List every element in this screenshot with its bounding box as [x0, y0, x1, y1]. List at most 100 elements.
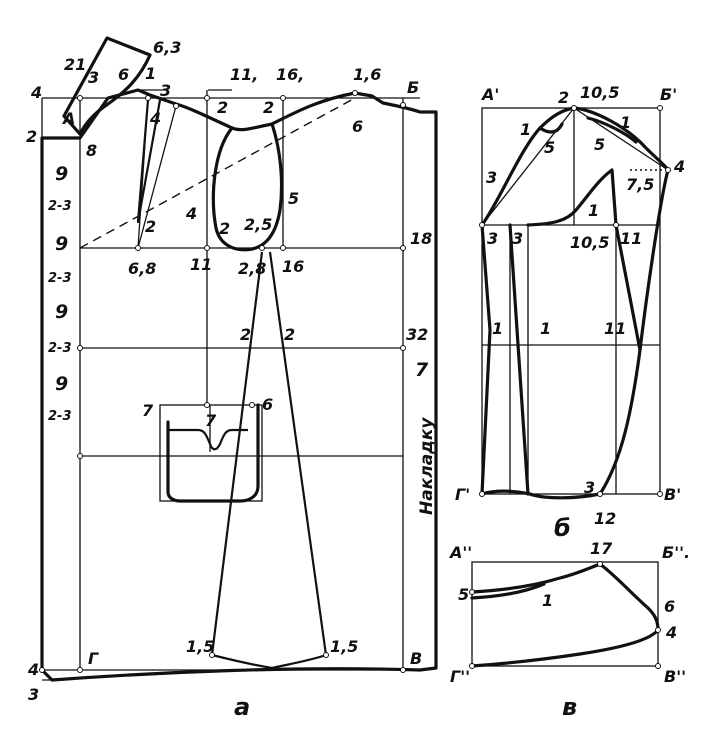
label: 4 [673, 157, 685, 176]
label: 2-3 [48, 271, 72, 286]
label: A [61, 109, 75, 128]
label: 3 [584, 478, 595, 497]
label: A' [480, 85, 499, 104]
main-dashed-line [79, 97, 356, 249]
main-armhole [211, 122, 284, 252]
collar-inner-curve [470, 582, 546, 600]
label: 1 [520, 120, 531, 139]
label: 3 [28, 685, 39, 704]
label: 4 [185, 204, 197, 223]
main-outline [40, 88, 438, 682]
sleeve-under-contour [508, 168, 642, 496]
label: 2 [240, 325, 251, 344]
label: В [410, 649, 422, 668]
main-side-seam [210, 251, 328, 656]
label: A'' [448, 543, 472, 562]
label: 6,8 [128, 259, 156, 278]
label: 11 [620, 229, 642, 248]
label: 9 [55, 233, 68, 255]
label: 7,5 [626, 175, 654, 194]
label: 1 [492, 319, 503, 338]
label: В' [664, 485, 681, 504]
sleeve-points [479, 105, 671, 497]
label: Б' [660, 85, 677, 104]
sleeve-pattern: A' 2 10,5 Б' 1 5 5 1 7,5 4 3 3 3 1 10,5 … [455, 83, 685, 542]
label: 6,3 [153, 38, 181, 57]
main-pattern: 21 3 6 6,3 1 3 11, 16, 1,6 Б 4 A 2 8 2 2… [26, 36, 438, 721]
main-points [39, 90, 406, 673]
sleeve-labels: A' 2 10,5 Б' 1 5 5 1 7,5 4 3 3 3 1 10,5 … [455, 83, 685, 542]
label: 6 [352, 117, 363, 136]
label: 3 [487, 229, 498, 248]
label: 2-3 [48, 199, 72, 214]
label: 7 [415, 359, 429, 381]
label: 2 [145, 217, 156, 236]
label: 4 [30, 83, 42, 102]
label: 2 [217, 98, 228, 117]
label: 3 [160, 81, 171, 100]
label: В'' [664, 667, 686, 686]
label: 7 [205, 411, 217, 430]
label: 2-3 [48, 341, 72, 356]
collar-points [469, 561, 661, 669]
sleeve-outer-contour [480, 106, 670, 500]
caption-b: б [554, 514, 571, 542]
main-shoulder-dart [136, 99, 162, 224]
label: 1,6 [353, 65, 381, 84]
vertical-label: Накладку [417, 417, 437, 515]
label: Г' [455, 485, 470, 504]
label: 4 [149, 109, 161, 128]
collar-labels: A'' 17 Б''. 5 1 6 4 Г'' В'' в [448, 539, 690, 721]
label: 11 [190, 255, 212, 274]
label: 1 [542, 591, 553, 610]
label: Б''. [662, 543, 690, 562]
label: Г'' [450, 667, 470, 686]
label: 10,5 [580, 83, 619, 102]
label: 32 [406, 325, 428, 344]
label: 2 [219, 219, 230, 238]
label: 3 [88, 68, 99, 87]
label: 11, [230, 65, 258, 84]
main-hem-curve [211, 653, 327, 670]
label: 11 [604, 319, 626, 338]
label: 12 [594, 509, 616, 528]
label: 6 [664, 597, 675, 616]
label: 4 [27, 660, 39, 679]
collar-pattern: A'' 17 Б''. 5 1 6 4 Г'' В'' в [448, 539, 690, 721]
caption-v: в [562, 693, 577, 721]
sleeve-construction-lines [481, 107, 669, 495]
label: 1 [540, 319, 551, 338]
label: 6 [118, 65, 129, 84]
label: 9 [55, 163, 68, 185]
main-labels: 21 3 6 6,3 1 3 11, 16, 1,6 Б 4 A 2 8 2 2… [26, 38, 437, 721]
sleeve-inner-curve [538, 122, 564, 134]
label: Г [88, 649, 99, 668]
label: 2,8 [238, 259, 266, 278]
label: 18 [410, 229, 432, 248]
label: 6 [262, 395, 273, 414]
label: 5 [594, 135, 605, 154]
label: 9 [55, 301, 68, 323]
label: 1 [145, 64, 156, 83]
label: 2,5 [244, 215, 272, 234]
main-collar-piece [62, 36, 152, 136]
label: 3 [486, 168, 497, 187]
main-pocket [159, 403, 263, 503]
caption-a: а [234, 693, 250, 721]
label: 10,5 [570, 233, 609, 252]
label: 2 [558, 88, 569, 107]
label: 8 [86, 141, 97, 160]
label: Б [407, 78, 419, 97]
collar-construction-lines [471, 561, 659, 667]
label: 1,5 [186, 637, 214, 656]
label: 1 [620, 113, 631, 132]
label: 5 [288, 189, 299, 208]
label: 5 [544, 138, 555, 157]
collar-contour [470, 562, 660, 668]
label: 16 [282, 257, 304, 276]
sleeve-cap-curve [586, 116, 638, 144]
label: 2 [284, 325, 295, 344]
label: 1 [588, 201, 599, 220]
